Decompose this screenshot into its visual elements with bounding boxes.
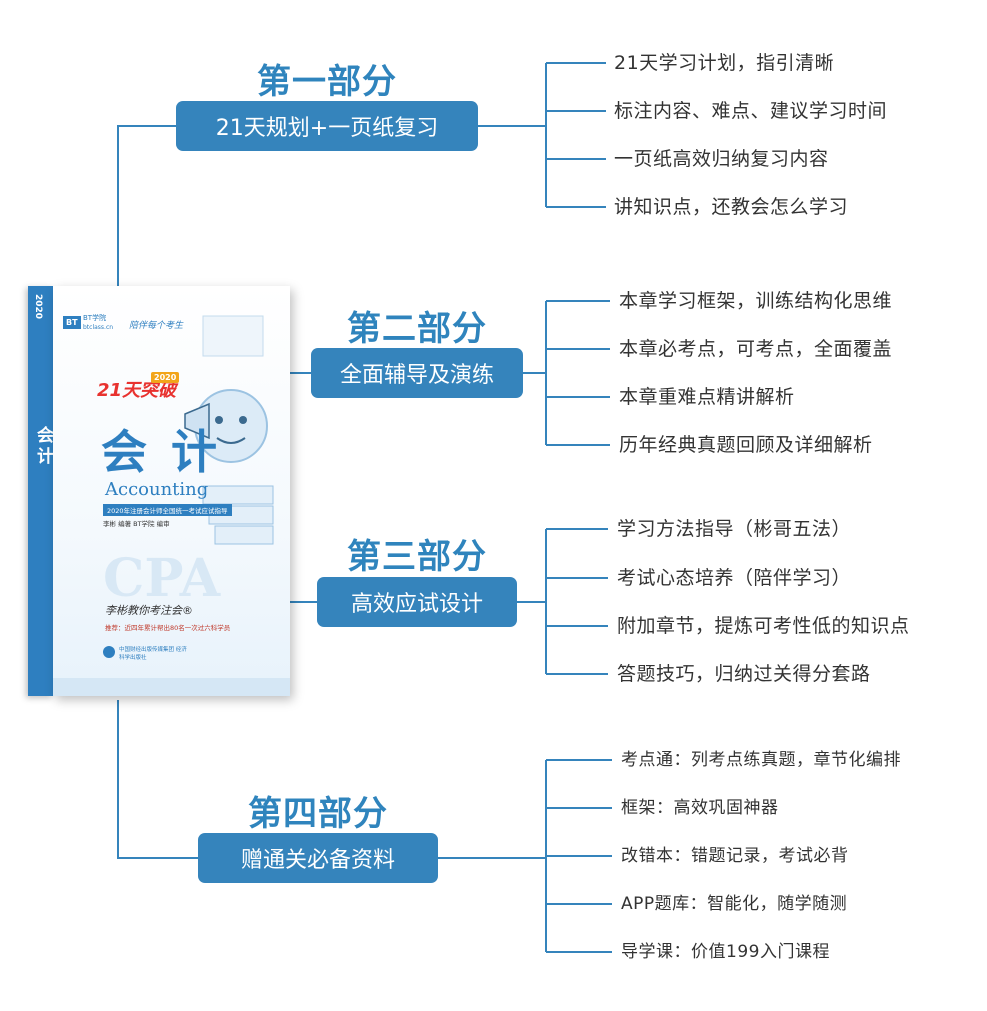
section-2-heading: 第二部分 bbox=[347, 309, 487, 349]
exam-line: 2020年注册会计师全国统一考试应试指导 bbox=[103, 504, 232, 516]
section-3-heading: 第三部分 bbox=[347, 537, 487, 577]
section-3-item-3: 附加章节，提炼可考性低的知识点 bbox=[617, 615, 910, 637]
section-3-item-1: 学习方法指导（彬哥五法） bbox=[617, 518, 852, 540]
publisher-logo-icon bbox=[103, 646, 115, 658]
section-1-item-4: 讲知识点，还教会怎么学习 bbox=[614, 196, 849, 218]
logo-name: BT学院 bbox=[83, 314, 107, 322]
section-4-pill: 赠通关必备资料 bbox=[198, 833, 438, 883]
section-2-pill: 全面辅导及演练 bbox=[311, 348, 523, 398]
trunk-top-line bbox=[117, 125, 176, 298]
section-4-item-3: 改错本：错题记录，考试必背 bbox=[621, 846, 849, 866]
section-3-item-4: 答题技巧，归纳过关得分套路 bbox=[617, 663, 871, 685]
book-front: BT BT学院 btclass.cn 陪伴每个考生 21天突破 2020 会 计… bbox=[53, 286, 290, 696]
logo-site: btclass.cn bbox=[83, 324, 114, 331]
section-1-item-3: 一页纸高效归纳复习内容 bbox=[614, 148, 829, 170]
cpa-watermark: CPA bbox=[103, 548, 221, 609]
book-spine: 2020 会计 bbox=[28, 286, 53, 696]
trunk-bottom-line bbox=[117, 700, 198, 859]
section-4-item-1: 考点通：列考点练真题，章节化编排 bbox=[621, 750, 901, 770]
spine-year: 2020 bbox=[33, 294, 43, 320]
days-badge: 21天突破 bbox=[97, 380, 177, 401]
section-4-item-5: 导学课：价值199入门课程 bbox=[621, 942, 830, 962]
spine-title: 会计 bbox=[33, 426, 53, 468]
teacher-line: 李彬教你考注会® bbox=[105, 604, 193, 617]
section-1-item-1: 21天学习计划，指引清晰 bbox=[614, 52, 835, 74]
year-badge: 2020 bbox=[151, 372, 180, 383]
section-2-item-3: 本章重难点精讲解析 bbox=[619, 386, 795, 408]
section-3-pill: 高效应试设计 bbox=[317, 577, 517, 627]
section-1-heading: 第一部分 bbox=[257, 62, 397, 102]
section-3-item-2: 考试心态培养（陪伴学习） bbox=[617, 567, 852, 589]
section-2-item-2: 本章必考点，可考点，全面覆盖 bbox=[619, 338, 893, 360]
slogan: 陪伴每个考生 bbox=[129, 321, 184, 331]
recommend-line: 推荐：近四年累计帮出80名一次过六科学员 bbox=[105, 624, 231, 632]
section-4-item-2: 框架：高效巩固神器 bbox=[621, 798, 779, 818]
book-subtitle: Accounting bbox=[105, 479, 209, 500]
section-1-item-2: 标注内容、难点、建议学习时间 bbox=[614, 100, 888, 122]
authors: 李彬 编著 BT学院 编审 bbox=[103, 520, 170, 528]
section-2-item-1: 本章学习框架，训练结构化思维 bbox=[619, 290, 893, 312]
logo-mark: BT bbox=[63, 316, 81, 329]
section-1-pill: 21天规划+一页纸复习 bbox=[176, 101, 478, 151]
section-4-heading: 第四部分 bbox=[248, 794, 388, 834]
section-2-item-4: 历年经典真题回顾及详细解析 bbox=[619, 434, 873, 456]
publisher-line: 中国财经出版传媒集团 经济科学出版社 bbox=[119, 647, 187, 661]
book-title: 会 计 bbox=[101, 425, 222, 479]
section-4-item-4: APP题库：智能化，随学随测 bbox=[621, 894, 848, 914]
book-decor bbox=[53, 315, 290, 696]
book-cover: 2020 会计 BT BT学院 btclass.cn 陪伴每个考生 21天突破 … bbox=[28, 286, 290, 706]
